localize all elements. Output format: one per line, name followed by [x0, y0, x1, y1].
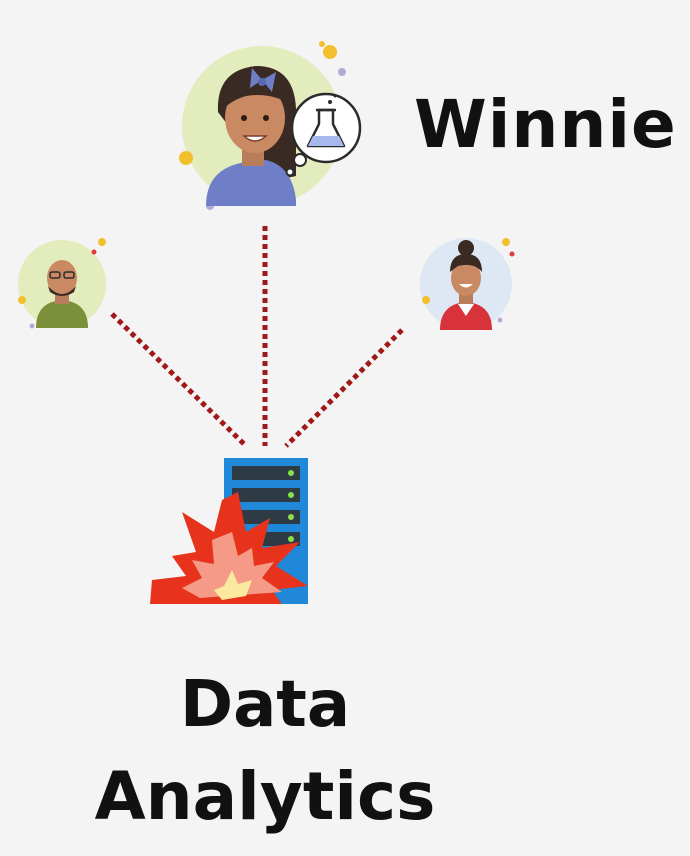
explosion-icon [150, 492, 308, 604]
thought-bubble [285, 92, 362, 177]
server-label-line2: Analytics [94, 758, 436, 835]
connection-lines [110, 226, 404, 448]
right-user-avatar [420, 238, 515, 330]
connector-right-user [284, 328, 404, 448]
featured-person-name: Winnie [414, 86, 677, 163]
left-user-avatar [18, 238, 106, 329]
connector-left-user [110, 312, 248, 448]
server-label-line1: Data [179, 668, 351, 742]
flask-icon [306, 94, 346, 148]
